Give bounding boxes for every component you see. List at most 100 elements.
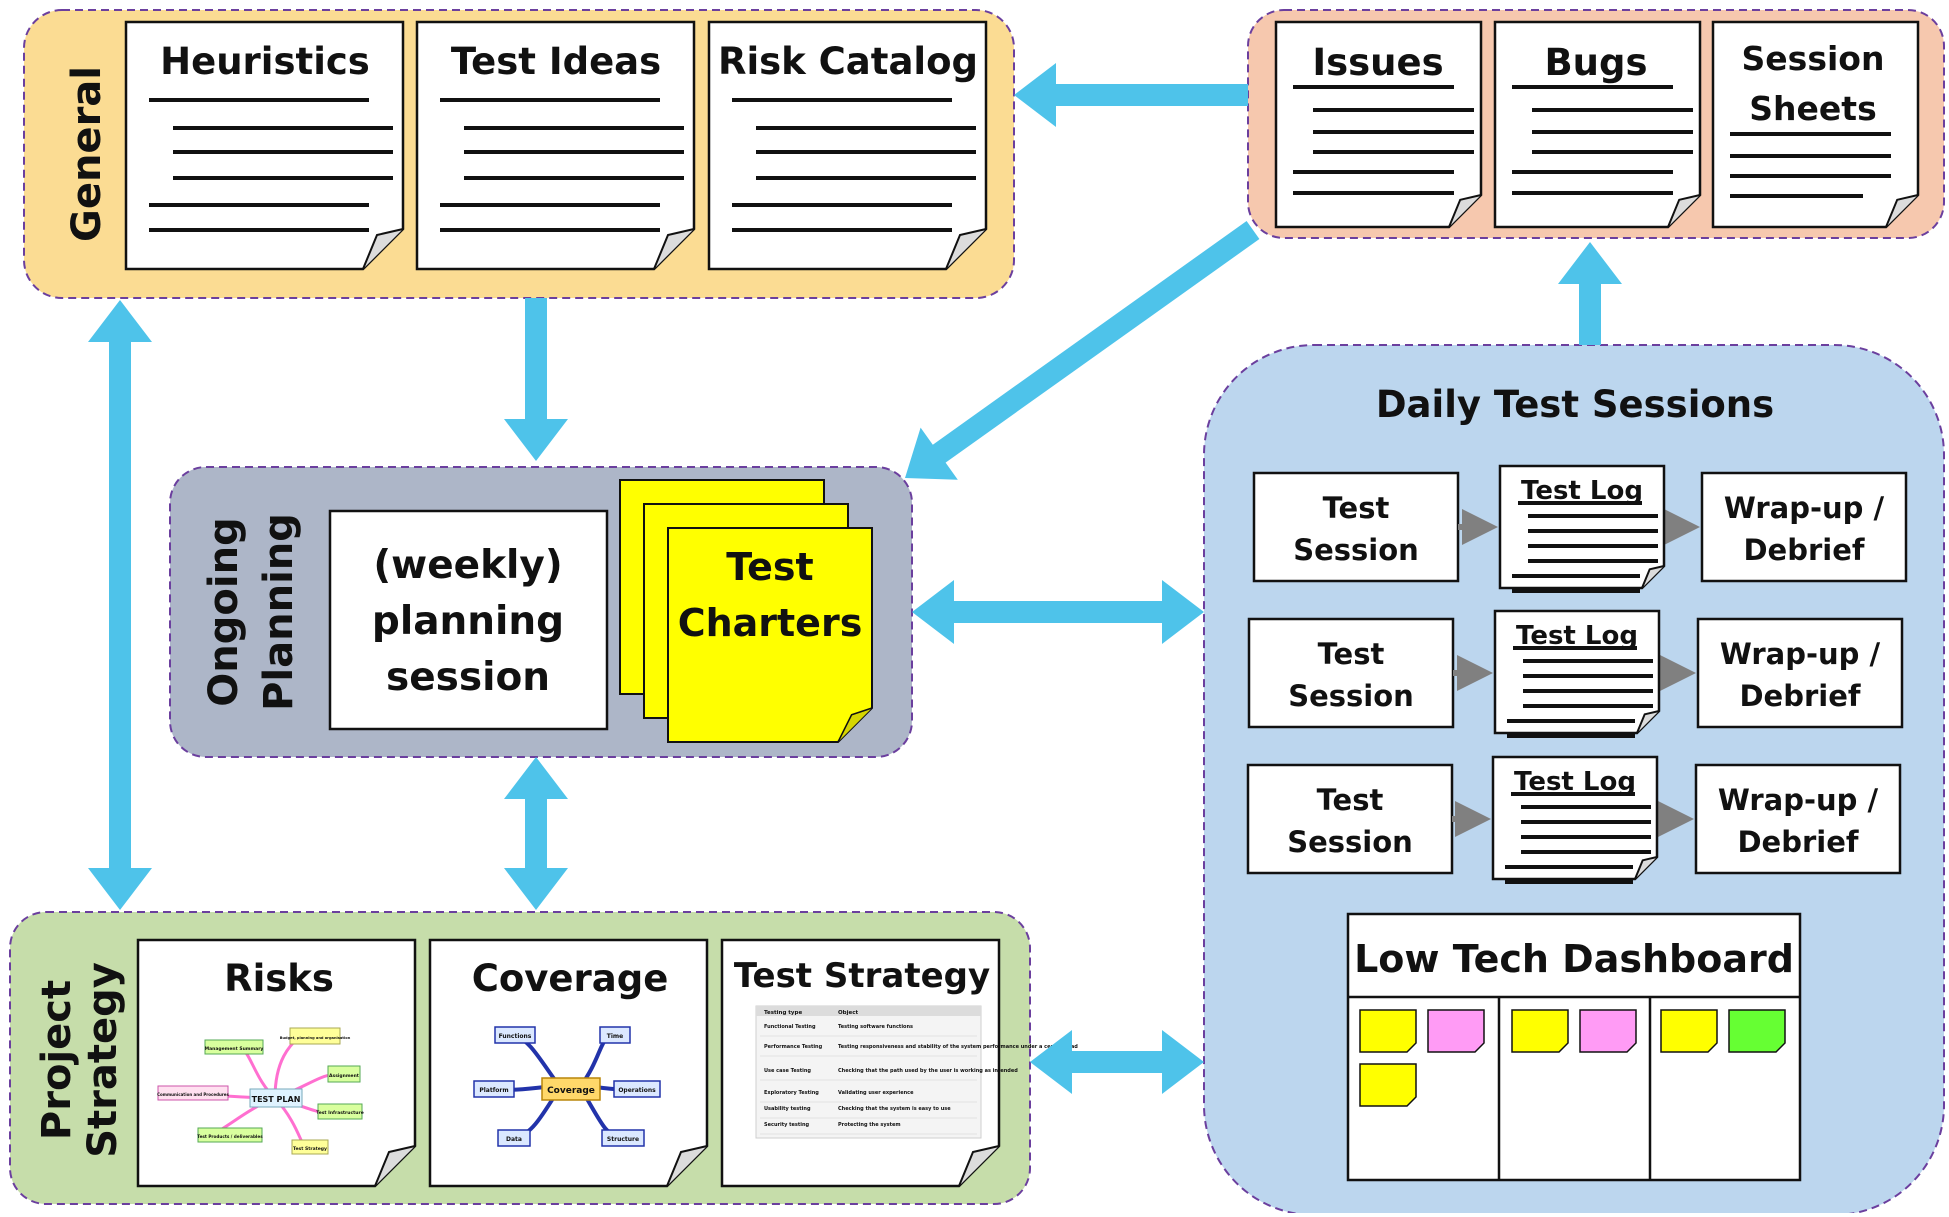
test-session-label-line-1: Test — [1318, 637, 1385, 671]
doc-test-strategy-fold — [958, 1145, 1000, 1187]
coverage-node-2 — [599, 1026, 631, 1044]
daily-sessions-title: Daily Test Sessions — [1376, 383, 1774, 426]
risks-node-7-label: Communication and Procedures — [157, 1092, 229, 1097]
risks-center-label: TEST PLAN — [252, 1095, 301, 1104]
general-to-planning-arrow — [504, 298, 568, 461]
test-session-label-line-2: Session — [1287, 825, 1413, 859]
coverage-node-1 — [494, 1026, 536, 1044]
test-log-document-fold — [1641, 565, 1665, 589]
issues-documents — [1274, 20, 1920, 229]
doc-coverage — [428, 938, 709, 1188]
doc-risk-catalog-fold — [945, 228, 987, 270]
dashboard-board — [1346, 912, 1802, 1182]
planning-strategy-arrow — [504, 757, 568, 910]
planning-label: Ongoing Planning — [201, 513, 302, 711]
coverage-node-4-label: Operations — [618, 1087, 656, 1094]
risks-node-1 — [204, 1039, 264, 1055]
issues-to-planning-arrow — [905, 221, 1260, 480]
test-session-label-line-1: Test — [1317, 783, 1384, 817]
coverage-node-4 — [613, 1080, 661, 1098]
doc-heuristics — [124, 20, 405, 271]
test-log-document-fold — [1634, 856, 1658, 880]
risks-mindmap-branches — [179, 1034, 333, 1149]
general-documents — [124, 20, 988, 271]
wrap-up-label-line-2: Debrief — [1739, 679, 1860, 713]
doc-coverage-title: Coverage — [472, 957, 669, 1000]
doc-heuristics-title: Heuristics — [160, 40, 370, 83]
test-session-box — [1246, 763, 1454, 875]
strategy-table-cell-type: Security testing — [764, 1122, 810, 1128]
planning-label-line-1: Ongoing — [201, 517, 247, 706]
doc-heuristics-fold — [362, 228, 404, 270]
strategy-table-cell-type: Functional Testing — [764, 1024, 816, 1030]
dashboard-sticky-yellow — [1511, 1009, 1569, 1053]
strategy-table-header-type: Testing type — [764, 1010, 802, 1016]
doc-bugs-fold — [1667, 194, 1701, 228]
strategy-table-header-bar — [756, 1006, 981, 1016]
doc-session-sheets — [1711, 20, 1920, 229]
doc-test-ideas — [415, 20, 696, 271]
risks-node-2-label: Budget, planning and organisation — [280, 1036, 351, 1040]
general-label: General — [64, 66, 110, 242]
test-log-title: Test Log — [1521, 476, 1643, 506]
strategy-table-header-object: Object — [838, 1010, 858, 1016]
wrap-up-box — [1700, 471, 1908, 583]
risks-node-3 — [327, 1065, 361, 1083]
weekly-planning-line-1: (weekly) — [373, 543, 562, 588]
planning-daily-arrow — [912, 580, 1204, 644]
coverage-center-label: Coverage — [547, 1086, 595, 1096]
strategy-table-cell-object: Checking that the system is easy to use — [838, 1106, 951, 1112]
wrap-up-label-line-1: Wrap-up / — [1720, 637, 1881, 671]
coverage-node-3 — [473, 1080, 515, 1098]
risks-mindmap: TEST PLAN Management Summary Budget, pla… — [157, 1027, 364, 1155]
test-log-document-fold — [1636, 710, 1660, 734]
planning-label-line-2: Planning — [256, 513, 302, 711]
doc-risks — [136, 938, 417, 1188]
risks-node-3-label: Assignment — [329, 1073, 360, 1079]
doc-risks-title: Risks — [224, 957, 334, 1000]
doc-test-ideas-title: Test Ideas — [451, 40, 661, 83]
risks-node-6-label: Test Products / deliverables — [197, 1134, 263, 1139]
coverage-mindmap: Coverage Functions Time Platform Operati… — [473, 1026, 661, 1147]
strategy-table-cell-object: Validating user experience — [838, 1090, 914, 1096]
strategy-label-line-1: Project — [34, 980, 80, 1140]
test-charters-stack — [619, 479, 873, 743]
test-charter-fold — [837, 707, 873, 743]
strategy-label: Project Strategy — [34, 962, 126, 1158]
doc-risks-fold — [374, 1145, 416, 1187]
test-session-label-line-2: Session — [1293, 533, 1419, 567]
doc-session-sheets-title-2: Sheets — [1749, 89, 1876, 128]
doc-bugs-title: Bugs — [1544, 41, 1647, 84]
dashboard-sticky-pink — [1427, 1009, 1485, 1053]
coverage-node-2-label: Time — [607, 1033, 623, 1040]
doc-issues — [1274, 20, 1483, 229]
wrap-up-box — [1694, 763, 1902, 875]
strategy-table-cell-object: Testing responsiveness and stability of … — [838, 1044, 1078, 1050]
dashboard-sticky-green — [1728, 1009, 1786, 1053]
strategy-table-cell-object: Testing software functions — [838, 1024, 913, 1030]
risks-node-1-label: Management Summary — [205, 1046, 264, 1052]
doc-issues-title: Issues — [1312, 41, 1443, 84]
risks-node-7 — [157, 1085, 229, 1101]
strategy-table-cell-type: Exploratory Testing — [764, 1090, 819, 1096]
coverage-node-5 — [497, 1129, 531, 1147]
test-log-document — [1498, 464, 1666, 593]
coverage-node-6-label: Structure — [607, 1136, 639, 1143]
doc-session-sheets-fold — [1885, 194, 1919, 228]
dashboard-sticky-yellow — [1359, 1009, 1417, 1053]
dashboard-sticky-notes — [1359, 1009, 1786, 1107]
wrap-up-label-line-2: Debrief — [1737, 825, 1858, 859]
coverage-node-3-label: Platform — [479, 1087, 508, 1094]
risks-center-node — [249, 1088, 303, 1108]
issues-to-general-arrow — [1014, 63, 1248, 127]
dashboard-sticky-yellow — [1359, 1063, 1417, 1107]
risks-node-5-label: Test Strategy — [293, 1146, 327, 1152]
doc-issues-fold — [1448, 194, 1482, 228]
strategy-table-cell-type: Use case Testing — [764, 1068, 811, 1074]
general-strategy-arrow — [88, 300, 152, 910]
risks-node-4-label: Test Infrastructure — [316, 1110, 364, 1116]
strategy-table-cell-type: Performance Testing — [764, 1044, 823, 1050]
